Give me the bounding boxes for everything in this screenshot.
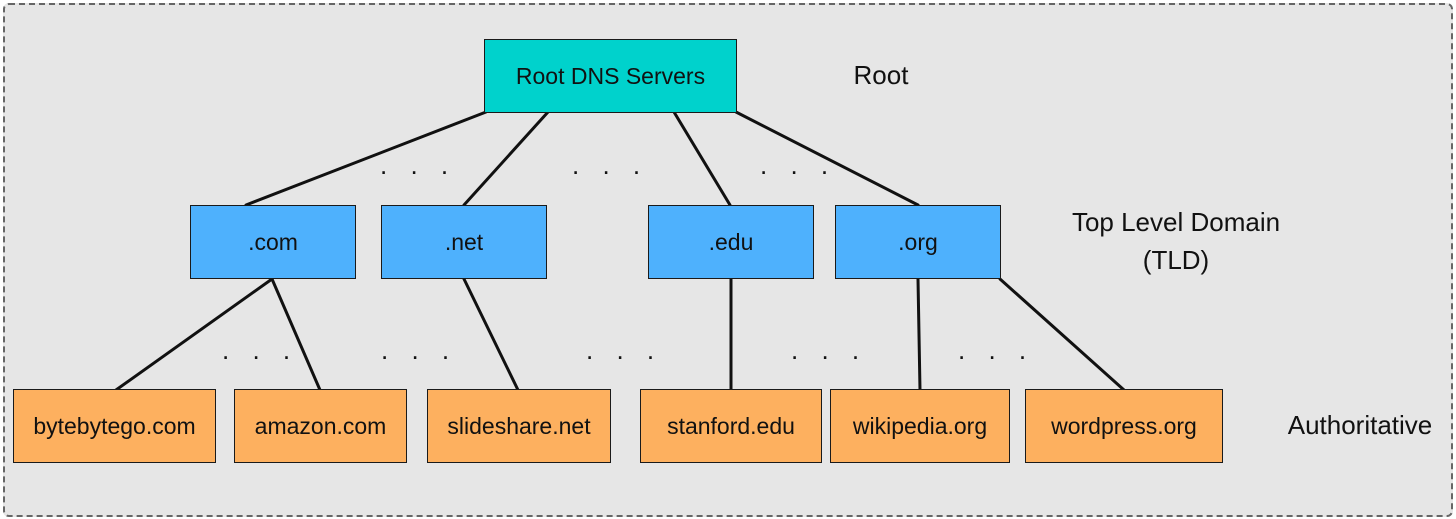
root-node-label: Root DNS Servers [515, 62, 706, 89]
tld-node-label: .com [248, 228, 298, 255]
tld-node-edu: .edu [648, 205, 814, 279]
tld-node-label: .net [444, 228, 484, 255]
ellipsis: . . . [572, 150, 649, 180]
ellipsis: . . . [222, 335, 299, 365]
edge-org-wikipedia [916, 277, 922, 392]
edge-org-wordpress [998, 277, 1126, 392]
edge-com-amazon [270, 277, 322, 392]
level-label-tld-line2: (TLD) [1142, 245, 1210, 275]
level-label-root: Root [853, 60, 909, 90]
authoritative-node-slideshare: slideshare.net [427, 389, 611, 463]
authoritative-node-wikipedia: wikipedia.org [830, 389, 1010, 463]
ellipsis: . . . [958, 335, 1035, 365]
edge-root-net [462, 110, 550, 207]
tld-node-com: .com [190, 205, 356, 279]
authoritative-node-bytebytego: bytebytego.com [13, 389, 216, 463]
tld-node-label: .org [898, 228, 938, 255]
edge-net-slideshare [462, 277, 520, 392]
authoritative-node-stanford: stanford.edu [640, 389, 822, 463]
level-label-tld-line1: Top Level Domain [1071, 207, 1281, 237]
authoritative-node-label: amazon.com [254, 412, 387, 439]
ellipsis: . . . [760, 150, 837, 180]
edge-com-bytebytego [114, 277, 274, 392]
level-label-tld: Top Level Domain (TLD) [1036, 203, 1316, 279]
ellipsis: . . . [381, 335, 458, 365]
tld-node-label: .edu [708, 228, 754, 255]
tld-node-org: .org [835, 205, 1001, 279]
edge-root-org [734, 110, 920, 207]
edge-root-com [244, 110, 488, 207]
ellipsis: . . . [586, 335, 663, 365]
tld-node-net: .net [381, 205, 547, 279]
ellipsis: . . . [380, 150, 457, 180]
authoritative-node-amazon: amazon.com [234, 389, 407, 463]
root-dns-servers-node: Root DNS Servers [484, 39, 737, 113]
authoritative-node-label: wikipedia.org [852, 412, 988, 439]
level-label-authoritative: Authoritative [1287, 410, 1433, 440]
ellipsis: . . . [791, 335, 868, 365]
authoritative-node-label: stanford.edu [667, 412, 795, 439]
edge-root-edu [672, 110, 732, 207]
authoritative-node-label: wordpress.org [1051, 412, 1197, 439]
authoritative-node-label: bytebytego.com [33, 412, 196, 439]
authoritative-node-label: slideshare.net [447, 412, 591, 439]
authoritative-node-wordpress: wordpress.org [1025, 389, 1223, 463]
